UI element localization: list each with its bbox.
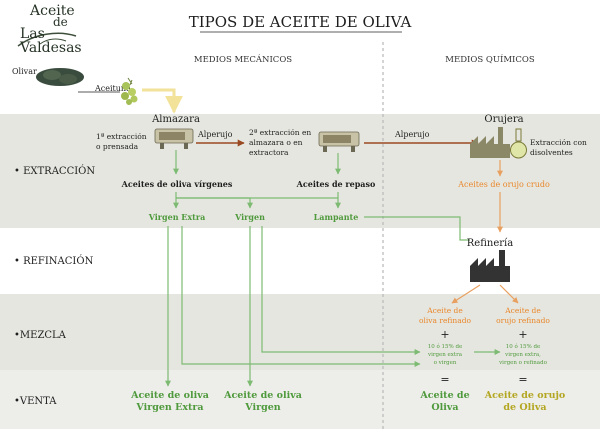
arrow-virgen-mezcla — [261, 226, 421, 355]
blend-olive-line-2: virgen extra — [427, 352, 463, 358]
header-medios-mecanicos: MEDIOS MECÁNICOS — [194, 53, 292, 65]
arrow-lampante-refineria — [364, 216, 470, 241]
arrow-refineria-olive-refined — [451, 284, 481, 304]
solvent-extraction-line-1: Extracción con — [530, 138, 587, 147]
logo-line-2: de — [53, 15, 68, 29]
alperujo-1-label: Alperujo — [197, 130, 233, 139]
stage-mezcla: •MEZCLA — [14, 330, 67, 341]
equals-orujo: = — [518, 373, 527, 386]
logo-line-3: Las — [20, 26, 45, 42]
equals-olive: = — [440, 373, 449, 386]
first-extraction-line-2: o prensada — [96, 142, 139, 151]
olives-icon — [121, 77, 138, 105]
plus-orujo: + — [518, 328, 527, 341]
sale-ave-line-2: Virgen Extra — [135, 402, 203, 413]
blend-olive-line-3: o virgen — [434, 360, 457, 366]
header-medios-quimicos: MEDIOS QUÍMICOS — [445, 53, 535, 65]
sale-aoo-line-2: de Oliva — [503, 402, 546, 413]
olivar-label: Olivar — [12, 67, 37, 76]
orujera-label: Orujera — [484, 114, 523, 125]
logo-line-4: Valdesas — [19, 40, 82, 56]
refined-orujo-line-2: orujo refinado — [496, 316, 550, 325]
first-extraction-line-1: 1ª extracción — [96, 132, 147, 141]
alperujo-2-label: Alperujo — [394, 130, 430, 139]
orujo-crudo-label: Aceites de orujo crudo — [457, 180, 550, 189]
flask-icon — [510, 128, 527, 159]
stage-venta: •VENTA — [14, 396, 57, 407]
aceituna-label: Aceituna — [94, 84, 131, 93]
almazara-label: Almazara — [151, 114, 200, 125]
extractor-machine-icon — [318, 131, 360, 152]
second-extraction-line-1: 2ª extracción en — [249, 128, 311, 137]
second-extraction-line-2: almazara o en — [249, 138, 303, 147]
sale-aoo-line-1: Aceite de orujo — [484, 390, 566, 401]
sale-av-line-2: Virgen — [244, 402, 281, 413]
refined-orujo-line-1: Aceite de — [504, 306, 541, 315]
arrow-virgen-extra-mezcla — [181, 226, 421, 367]
refined-olive-line-2: oliva refinado — [419, 316, 472, 325]
sale-av-line-1: Aceite de oliva — [223, 390, 302, 401]
factory-icon-orujera — [470, 127, 510, 158]
olive-grove-icon — [36, 68, 84, 86]
blend-orujo-line-1: 10 ó 15% de — [506, 343, 541, 350]
brand-logo: Aceite de Las Valdesas — [17, 3, 82, 56]
arrow-refineria-orujo-refined — [499, 284, 519, 304]
sale-ao-line-1: Aceite de — [419, 390, 469, 401]
stage-extraccion: • EXTRACCIÓN — [14, 165, 95, 177]
arrow-aceituna-almazara — [142, 88, 183, 114]
sale-ave-line-1: Aceite de oliva — [130, 390, 209, 401]
lampante-label: Lampante — [314, 212, 359, 222]
blend-orujo-line-2: virgen extra, — [504, 352, 541, 358]
logo-line-1: Aceite — [29, 3, 75, 19]
blend-olive-line-1: 10 ó 15% de — [428, 343, 463, 350]
sale-ao-line-2: Oliva — [431, 402, 458, 413]
refined-olive-line-1: Aceite de — [426, 306, 463, 315]
second-extraction-line-3: extractora — [249, 148, 289, 157]
plus-olive: + — [440, 328, 449, 341]
factory-icon-refineria — [470, 250, 510, 282]
stage-refinacion: • REFINACIÓN — [14, 255, 94, 267]
blend-orujo-line-3: virgen o refinado — [498, 360, 548, 366]
band-mezcla — [0, 294, 600, 370]
page-title: TIPOS DE ACEITE DE OLIVA — [189, 13, 412, 31]
refineria-label: Refinería — [467, 238, 513, 249]
virgen-label: Virgen — [234, 212, 265, 222]
press-machine-icon — [154, 128, 194, 149]
solvent-extraction-line-2: disolventes — [530, 148, 573, 157]
band-venta — [0, 370, 600, 429]
virgen-extra-label: Virgen Extra — [148, 212, 206, 222]
repaso-oils-label: Aceites de repaso — [296, 179, 376, 189]
virgin-oils-label: Aceites de oliva vírgenes — [121, 179, 233, 189]
